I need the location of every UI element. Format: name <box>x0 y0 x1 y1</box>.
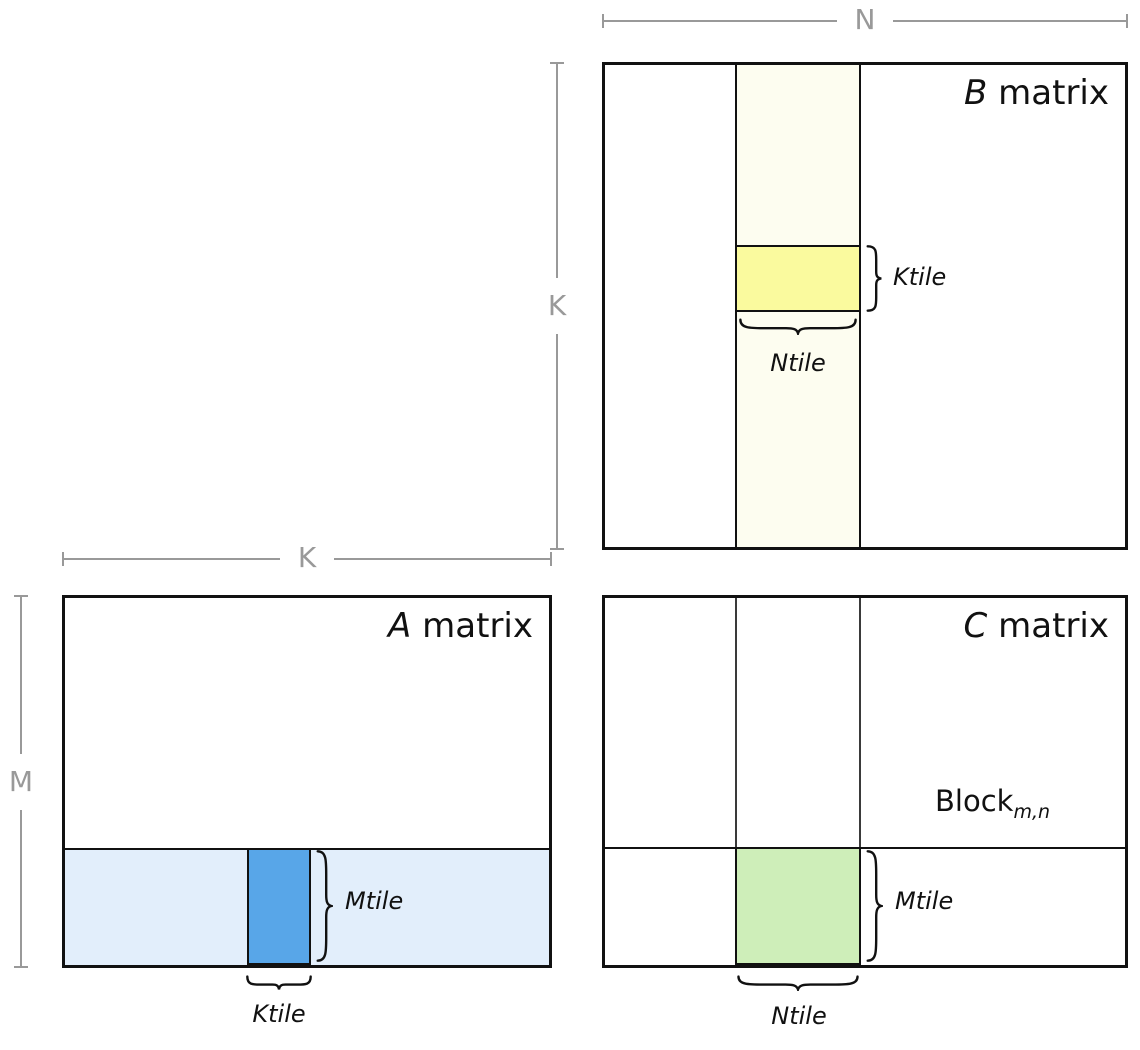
c-ntile-label: Ntile <box>771 1002 827 1030</box>
dimension-tick <box>14 966 28 968</box>
dimension-k-b: K <box>547 62 567 550</box>
b-ntile-label: Ntile <box>770 349 826 377</box>
dimension-n: N <box>602 6 1129 34</box>
ntile-underbrace <box>736 975 860 991</box>
b-ktile-block <box>735 245 861 312</box>
c-row-divider <box>605 847 1125 849</box>
c-matrix-title-letter: C <box>963 606 988 646</box>
dimension-k-b-label: K <box>547 289 567 322</box>
c-matrix-title-word: matrix <box>998 606 1109 646</box>
b-matrix-title-letter: B <box>963 73 988 113</box>
c-column-divider <box>735 598 737 965</box>
dimension-k-a-label: K <box>297 541 317 574</box>
dimension-line <box>556 334 558 548</box>
dimension-line <box>604 20 837 22</box>
dimension-line <box>893 20 1127 22</box>
under-brace-icon <box>246 975 312 991</box>
c-block-tile <box>735 847 861 965</box>
under-brace-icon <box>738 318 858 335</box>
a-mtile-label: Mtile <box>345 887 404 915</box>
mtile-brace <box>866 849 883 963</box>
dimension-line <box>20 809 22 966</box>
c-block-word: Block <box>935 784 1014 818</box>
dimension-tick <box>14 595 28 597</box>
right-brace-icon <box>866 245 883 312</box>
dimension-m: M <box>9 595 33 968</box>
mtile-brace <box>316 849 333 963</box>
ktile-underbrace <box>246 975 312 991</box>
b-ktile-label: Ktile <box>893 263 947 291</box>
dimension-tick <box>550 552 552 566</box>
c-block-subscript: m,n <box>1013 800 1051 823</box>
dimension-tick <box>550 548 564 550</box>
dimension-n-label: N <box>854 3 876 36</box>
a-matrix-title-word: matrix <box>422 606 533 646</box>
ktile-brace <box>866 245 883 312</box>
c-mtile-label: Mtile <box>895 887 954 915</box>
ntile-underbrace <box>738 318 858 335</box>
dimension-tick <box>1126 14 1129 28</box>
dimension-tick <box>62 552 64 566</box>
dimension-line <box>64 558 280 560</box>
dimension-line <box>20 597 22 754</box>
a-ktile-label: Ktile <box>252 1000 306 1028</box>
a-matrix-title-letter: A <box>388 606 412 646</box>
dimension-line <box>556 64 558 278</box>
a-ktile-block <box>247 848 311 965</box>
b-matrix-title-word: matrix <box>998 73 1109 113</box>
c-block-label: Blockm,n <box>935 784 1050 824</box>
dimension-line <box>334 558 550 560</box>
dimension-tick <box>602 14 604 28</box>
right-brace-icon <box>866 849 883 963</box>
under-brace-icon <box>736 975 860 991</box>
c-column-divider <box>859 598 861 965</box>
dimension-m-label: M <box>8 764 34 798</box>
right-brace-icon <box>316 849 333 963</box>
dimension-tick <box>550 62 564 64</box>
dimension-k-a: K <box>62 544 552 572</box>
